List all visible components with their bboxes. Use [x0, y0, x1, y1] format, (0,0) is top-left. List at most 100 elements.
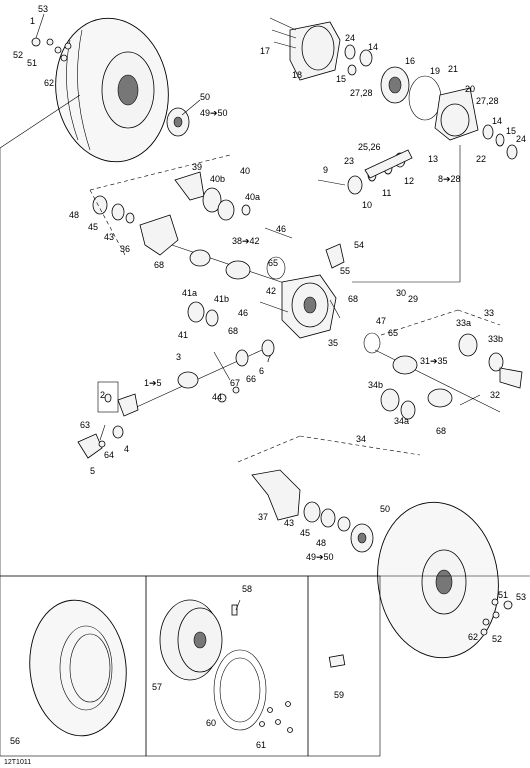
callout-68-d: 68	[436, 426, 446, 436]
callout-2: 2	[100, 390, 105, 400]
callout-64: 64	[104, 450, 114, 460]
callout-68-b: 68	[348, 294, 358, 304]
callout-3: 3	[176, 352, 181, 362]
callout-7: 7	[266, 354, 271, 364]
callout-44: 44	[212, 392, 222, 402]
diagram-id: 12T1011	[4, 759, 31, 766]
callout-47: 47	[376, 316, 386, 326]
callout-45-b: 45	[300, 528, 310, 538]
callout-51-b: 51	[498, 590, 508, 600]
callout-55: 55	[340, 266, 350, 276]
callout-11: 11	[382, 188, 391, 198]
callout-5: 5	[90, 466, 95, 476]
sticker-59	[307, 575, 381, 757]
callout-60: 60	[206, 718, 216, 728]
callout-50: 50	[200, 92, 210, 102]
callout-46-b: 46	[238, 308, 248, 318]
callout-16: 16	[405, 56, 415, 66]
callout-31-35: 31➔35	[420, 356, 448, 366]
callout-53-b: 53	[516, 592, 526, 602]
callout-32: 32	[490, 390, 500, 400]
callout-1-5: 1➔5	[144, 378, 162, 388]
callout-22: 22	[476, 154, 486, 164]
upper-bearings	[344, 44, 410, 104]
callout-4: 4	[124, 444, 129, 454]
tire-56	[0, 575, 147, 757]
callout-58: 58	[242, 584, 252, 594]
callout-62: 62	[44, 78, 54, 88]
callout-52-b: 52	[492, 634, 502, 644]
callout-66: 66	[246, 374, 256, 384]
callout-15: 15	[336, 74, 346, 84]
callout-65: 65	[268, 258, 278, 268]
callout-25-26: 25,26	[358, 142, 381, 152]
callout-20: 20	[465, 84, 475, 94]
callout-62-b: 62	[468, 632, 478, 642]
callout-13: 13	[428, 154, 438, 164]
callout-40b: 40b	[210, 174, 225, 184]
front-left-knuckle	[92, 195, 179, 256]
yoke-assembly	[77, 381, 124, 459]
callout-35: 35	[328, 338, 338, 348]
callout-49-50-b: 49➔50	[306, 552, 334, 562]
front-left-hub	[166, 107, 190, 137]
callout-53: 53	[38, 4, 48, 14]
callout-51: 51	[27, 58, 37, 68]
callout-49-50: 49➔50	[200, 108, 228, 118]
callout-30: 30	[396, 288, 406, 298]
callout-24: 24	[345, 33, 355, 43]
boot-kit-41	[187, 301, 219, 327]
callout-10: 10	[362, 200, 372, 210]
callout-48: 48	[69, 210, 79, 220]
callout-57: 57	[152, 682, 162, 692]
callout-59: 59	[334, 690, 344, 700]
front-differential	[259, 227, 381, 354]
differential-housing-cover	[269, 17, 341, 81]
o-ring-19	[408, 75, 442, 121]
callout-27-28-b: 27,28	[476, 96, 499, 106]
callout-17: 17	[260, 46, 270, 56]
callout-52: 52	[13, 50, 23, 60]
callout-18: 18	[292, 70, 302, 80]
rim-57-beadlock-60	[145, 575, 309, 757]
differential-housing-20	[434, 87, 518, 160]
callout-1: 1	[30, 16, 35, 26]
callout-37: 37	[258, 512, 268, 522]
callout-14-b: 14	[492, 116, 502, 126]
callout-6: 6	[259, 366, 264, 376]
callout-65-b: 65	[388, 328, 398, 338]
front-left-cv-axle	[171, 171, 291, 286]
callout-labels: 53 1 52 51 62 50 49➔50 17 18 24 14 15 16…	[4, 4, 526, 766]
callout-50-b: 50	[380, 504, 390, 514]
callout-33a: 33a	[456, 318, 471, 328]
callout-56: 56	[10, 736, 20, 746]
callout-41b: 41b	[214, 294, 229, 304]
callout-41a: 41a	[182, 288, 197, 298]
callout-34: 34	[356, 434, 366, 444]
callout-34b: 34b	[368, 380, 383, 390]
front-right-cv-axle	[374, 333, 523, 420]
callout-43: 43	[104, 232, 114, 242]
callout-68-a: 68	[154, 260, 164, 270]
callout-61: 61	[256, 740, 266, 750]
callout-9: 9	[323, 165, 328, 175]
callout-8-28: 8➔28	[438, 174, 461, 184]
callout-40a: 40a	[245, 192, 260, 202]
callout-15-b: 15	[506, 126, 516, 136]
callout-14: 14	[368, 42, 378, 52]
front-right-tire	[377, 501, 513, 659]
input-shaft-assembly	[347, 149, 413, 195]
callout-67: 67	[230, 378, 240, 388]
callout-24-b: 24	[516, 134, 526, 144]
callout-63: 63	[80, 420, 90, 430]
callout-48-b: 48	[316, 538, 326, 548]
callout-41: 41	[178, 330, 188, 340]
callout-40: 40	[240, 166, 250, 176]
callout-42: 42	[266, 286, 276, 296]
callout-54: 54	[354, 240, 364, 250]
callout-43-b: 43	[284, 518, 294, 528]
callout-21: 21	[448, 64, 458, 74]
callout-12: 12	[404, 176, 414, 186]
front-left-tire	[55, 17, 169, 163]
